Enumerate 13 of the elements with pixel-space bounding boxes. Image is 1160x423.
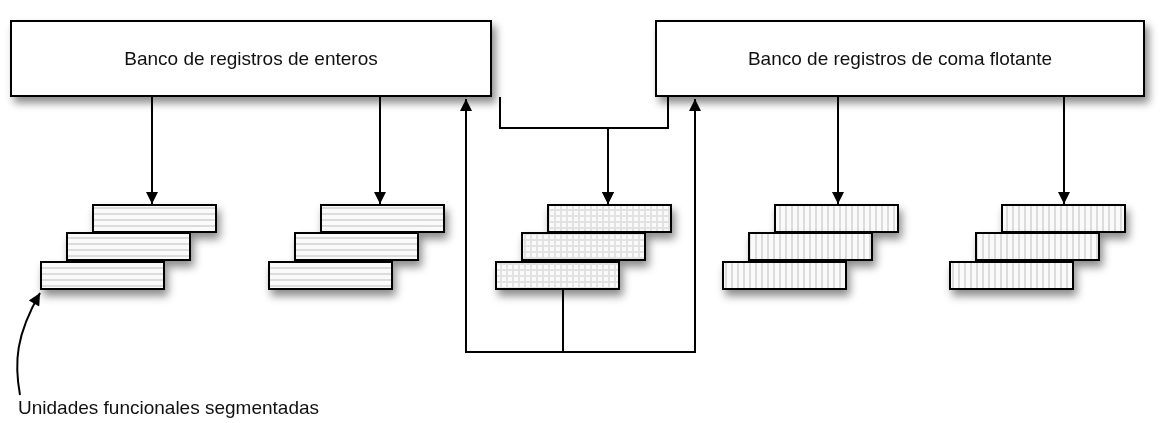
register-bank-label: Banco de registros de enteros [124, 47, 378, 70]
register-bank-box [655, 20, 1145, 97]
arrow [460, 98, 564, 353]
arrow [1058, 96, 1070, 205]
annotation-text: Unidades funcionales segmentadas [18, 397, 320, 418]
arrow [562, 98, 701, 353]
arrow [602, 96, 669, 205]
register-bank-label: Banco de registros de coma flotante [747, 47, 1053, 70]
arrow [374, 96, 386, 205]
register-bank-box [10, 20, 492, 97]
leader-line [16, 292, 41, 396]
arrow [146, 96, 158, 205]
arrow [832, 96, 844, 205]
